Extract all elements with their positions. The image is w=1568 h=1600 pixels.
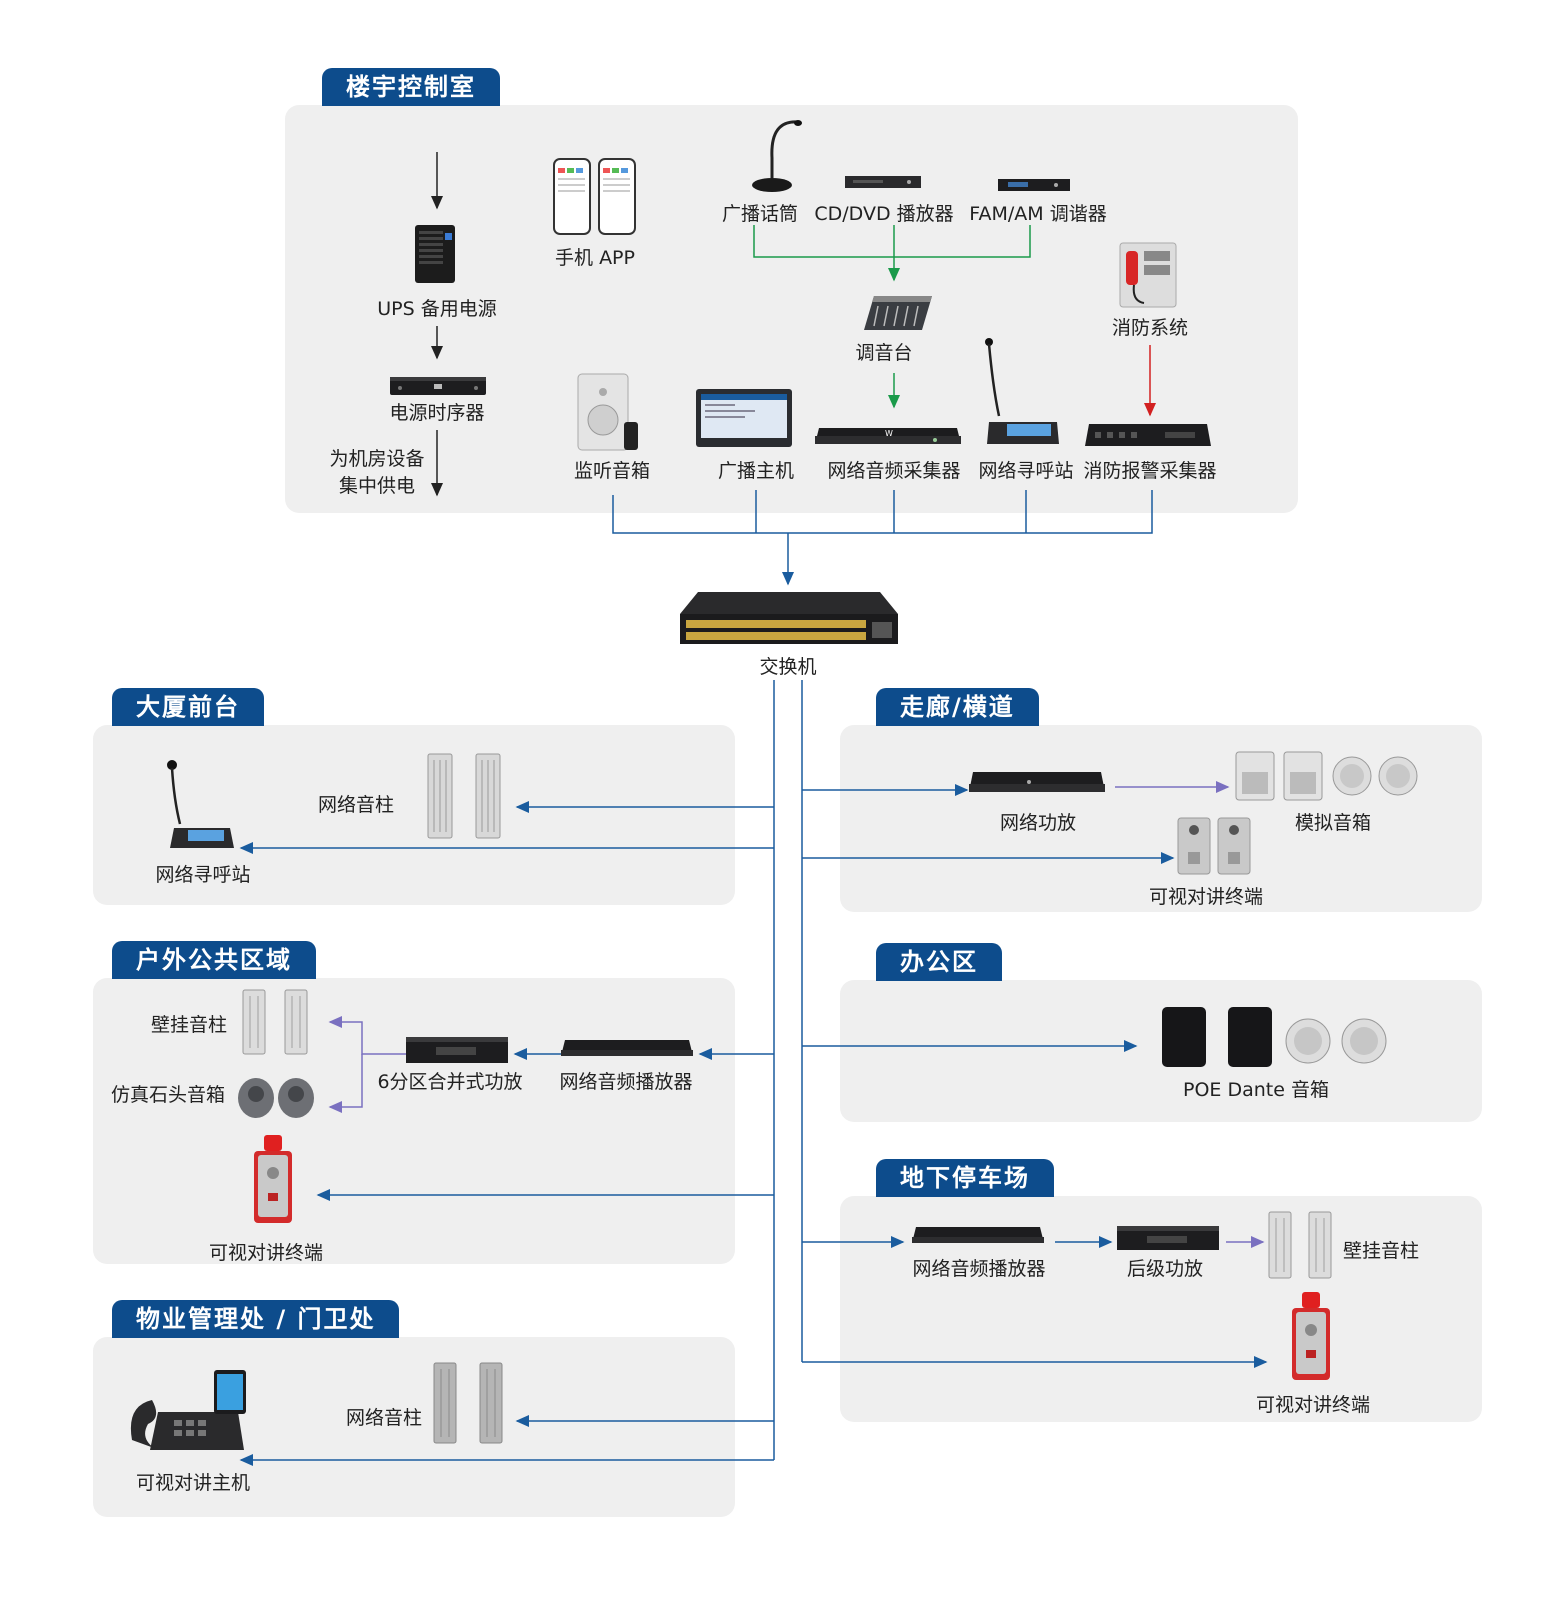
phone-app-label: 手机 APP: [555, 247, 635, 269]
power-note-line2: 集中供电: [338, 475, 416, 497]
fire-collector-label: 消防报警采集器: [1083, 460, 1217, 482]
poe-speaker-device: [1162, 1007, 1387, 1067]
parking-tab: 地下停车场: [876, 1159, 1054, 1197]
rock-speaker-label: 仿真石头音箱: [111, 1084, 226, 1106]
switch-label: 交换机: [759, 656, 817, 678]
corridor-intercom-label: 可视对讲终端: [1148, 886, 1264, 908]
corridor-panel: [840, 725, 1482, 912]
parking-wall-column-label: 壁挂音柱: [1343, 1240, 1420, 1262]
analog-speaker-label: 模拟音箱: [1294, 812, 1372, 834]
svg-text:W: W: [885, 429, 893, 438]
corridor-intercom-device: [1177, 817, 1251, 875]
cd-label: CD/DVD 播放器: [814, 203, 954, 225]
paging-station-device: [985, 338, 1059, 444]
cd-player-device: [845, 176, 921, 188]
lobby-paging-station-device: [167, 760, 234, 848]
parking-player-label: 网络音频播放器: [912, 1258, 1046, 1280]
poe-speaker-label: POE Dante 音箱: [1183, 1079, 1329, 1101]
broadcast-host-label: 广播主机: [717, 460, 795, 482]
property-column-speaker-device: [433, 1362, 503, 1444]
zone-amp-device: [406, 1037, 508, 1063]
analog-speaker-device: [1235, 751, 1418, 801]
mixer-device: [864, 296, 932, 330]
audio-collector-device: W: [815, 428, 961, 444]
monitor-speaker-device: [577, 373, 638, 451]
lobby-paging-label: 网络寻呼站: [155, 864, 251, 886]
mixer-label: 调音台: [855, 342, 913, 364]
post-amp-label: 后级功放: [1126, 1258, 1204, 1280]
outdoor-wall-column-device: [242, 989, 308, 1055]
monitor-speaker-label: 监听音箱: [573, 460, 651, 482]
corridor-amp-device: [969, 772, 1105, 792]
ups-label: UPS 备用电源: [377, 298, 497, 320]
office-tab: 办公区: [876, 943, 1002, 981]
lobby-column-label: 网络音柱: [318, 794, 395, 816]
lobby-column-speaker-device: [427, 753, 501, 839]
outdoor-intercom-device: [254, 1135, 292, 1223]
microphone-device: [752, 120, 802, 192]
control-bus: [612, 490, 1153, 534]
broadcast-host-device: [696, 389, 792, 447]
outdoor-intercom-label: 可视对讲终端: [208, 1242, 324, 1264]
lobby-panel: [93, 725, 735, 905]
outdoor-player-label: 网络音频播放器: [559, 1071, 693, 1093]
corridor-amp-label: 网络功放: [999, 812, 1077, 834]
tuner-device: [998, 179, 1070, 191]
sequencer-label: 电源时序器: [389, 402, 485, 424]
zone-amp-label: 6分区合并式功放: [377, 1071, 523, 1093]
corridor-tab: 走廊/横道: [876, 688, 1039, 726]
post-amp-device: [1117, 1226, 1219, 1250]
outdoor-panel: [93, 978, 735, 1264]
intercom-host-device: [130, 1370, 246, 1450]
parking-intercom-label: 可视对讲终端: [1255, 1394, 1371, 1416]
property-column-label: 网络音柱: [346, 1407, 423, 1429]
power-note-line1: 为机房设备: [329, 448, 425, 470]
outdoor-tab: 户外公共区域: [112, 941, 316, 979]
fire-system-label: 消防系统: [1111, 317, 1189, 339]
rock-speaker-device: [238, 1078, 314, 1118]
outdoor-wall-column-label: 壁挂音柱: [151, 1014, 228, 1036]
network-switch-device: [680, 592, 898, 644]
audio-collector-label: 网络音频采集器: [827, 460, 961, 482]
phone-app-device: [553, 158, 636, 235]
tuner-label: FAM/AM 调谐器: [969, 203, 1107, 225]
fire-system-device: [1119, 242, 1177, 308]
power-sequencer-device: [390, 377, 486, 395]
paging-station-label: 网络寻呼站: [978, 460, 1074, 482]
control-room-tab: 楼宇控制室: [322, 68, 500, 106]
lobby-tab: 大厦前台: [112, 688, 264, 726]
parking-wall-column-device: [1268, 1211, 1332, 1279]
audio-source-bus: [753, 225, 1031, 258]
property-tab: 物业管理处 / 门卫处: [112, 1300, 400, 1338]
power-note: 为机房设备 集中供电: [329, 446, 424, 500]
fire-collector-device: [1085, 424, 1211, 446]
intercom-host-label: 可视对讲主机: [135, 1472, 251, 1494]
outdoor-player-device: [561, 1040, 693, 1056]
mic-label: 广播话筒: [721, 203, 799, 225]
ups-device: [415, 225, 455, 283]
parking-player-device: [912, 1227, 1044, 1243]
parking-intercom-device: [1292, 1292, 1330, 1380]
